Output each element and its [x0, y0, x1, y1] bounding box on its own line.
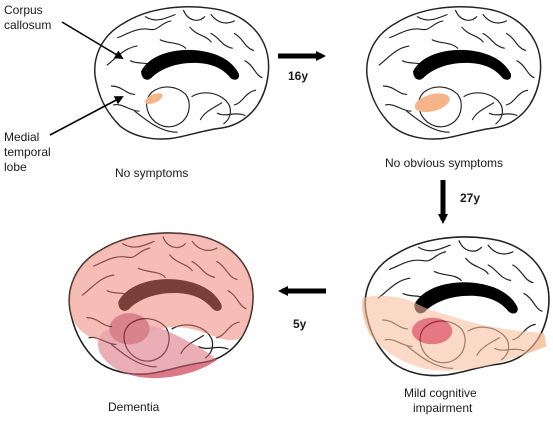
- caption-stage-3-line2: impairment: [413, 401, 473, 415]
- brain-stage-4: [68, 232, 254, 379]
- caption-stage-3-line1: Mild cognitive: [404, 386, 477, 400]
- brain-stage-2: [366, 6, 542, 140]
- label-medial-temporal-line2: temporal: [4, 145, 51, 159]
- label-medial-temporal-line3: lobe: [4, 160, 27, 174]
- transition-label-16y: 16y: [288, 69, 308, 83]
- label-corpus-callosum-line1: Corpus: [4, 3, 43, 17]
- label-medial-temporal-line1: Medial: [4, 130, 39, 144]
- pointer-arrow-medial-temporal: [49, 96, 124, 136]
- caption-stage-2: No obvious symptoms: [385, 156, 503, 170]
- lesion-stage-2: [414, 93, 450, 113]
- lesion-stage-1: [145, 93, 163, 105]
- transition-label-27y: 27y: [460, 191, 480, 205]
- label-corpus-callosum-line2: callosum: [4, 18, 51, 32]
- brain-stage-3: [362, 236, 550, 377]
- brain-stage-1: [94, 6, 270, 140]
- pointer-arrow-corpus-callosum: [61, 21, 124, 60]
- caption-stage-4: Dementia: [108, 400, 160, 414]
- transition-label-5y: 5y: [293, 317, 307, 331]
- caption-stage-1: No symptoms: [115, 166, 188, 180]
